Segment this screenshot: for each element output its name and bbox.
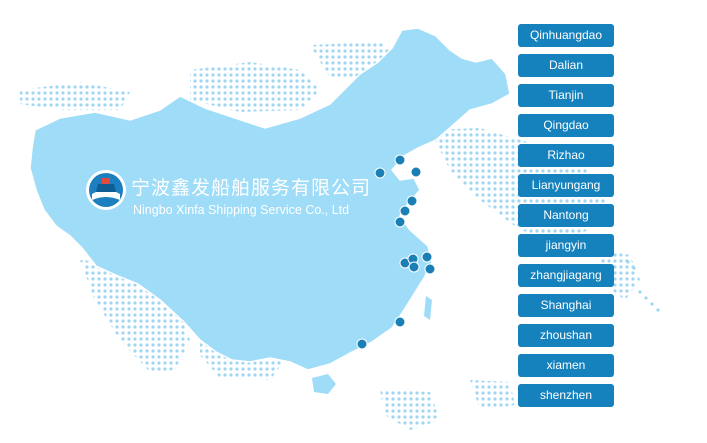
company-name-en: Ningbo Xinfa Shipping Service Co., Ltd — [133, 203, 350, 217]
port-marker — [394, 316, 406, 328]
company-logo — [86, 170, 126, 210]
port-marker — [421, 251, 433, 263]
port-markers — [356, 154, 436, 350]
port-button-xiamen[interactable]: xiamen — [518, 354, 614, 377]
port-marker — [410, 166, 422, 178]
port-button-shanghai[interactable]: Shanghai — [518, 294, 614, 317]
port-button-tianjin[interactable]: Tianjin — [518, 84, 614, 107]
port-marker — [408, 261, 420, 273]
port-button-zhoushan[interactable]: zhoushan — [518, 324, 614, 347]
china-mainland — [29, 27, 511, 371]
port-button-nantong[interactable]: Nantong — [518, 204, 614, 227]
port-marker — [399, 205, 411, 217]
port-button-jiangyin[interactable]: jiangyin — [518, 234, 614, 257]
port-button-dalian[interactable]: Dalian — [518, 54, 614, 77]
port-marker — [356, 338, 368, 350]
port-marker — [394, 216, 406, 228]
port-marker — [406, 195, 418, 207]
port-marker — [424, 263, 436, 275]
port-button-shenzhen[interactable]: shenzhen — [518, 384, 614, 407]
port-button-qingdao[interactable]: Qingdao — [518, 114, 614, 137]
dotted-islands-east — [626, 260, 660, 312]
port-marker — [374, 167, 386, 179]
port-button-lianyungang[interactable]: Lianyungang — [518, 174, 614, 197]
taiwan-island — [424, 296, 432, 320]
port-button-rizhao[interactable]: Rizhao — [518, 144, 614, 167]
port-list: Qinhuangdao Dalian Tianjin Qingdao Rizha… — [518, 24, 614, 414]
port-marker — [394, 154, 406, 166]
hainan-island — [312, 374, 336, 394]
port-button-zhangjiagang[interactable]: zhangjiagang — [518, 264, 614, 287]
company-name-cn: 宁波鑫发船舶服务有限公司 — [131, 177, 372, 199]
port-button-qinhuangdao[interactable]: Qinhuangdao — [518, 24, 614, 47]
